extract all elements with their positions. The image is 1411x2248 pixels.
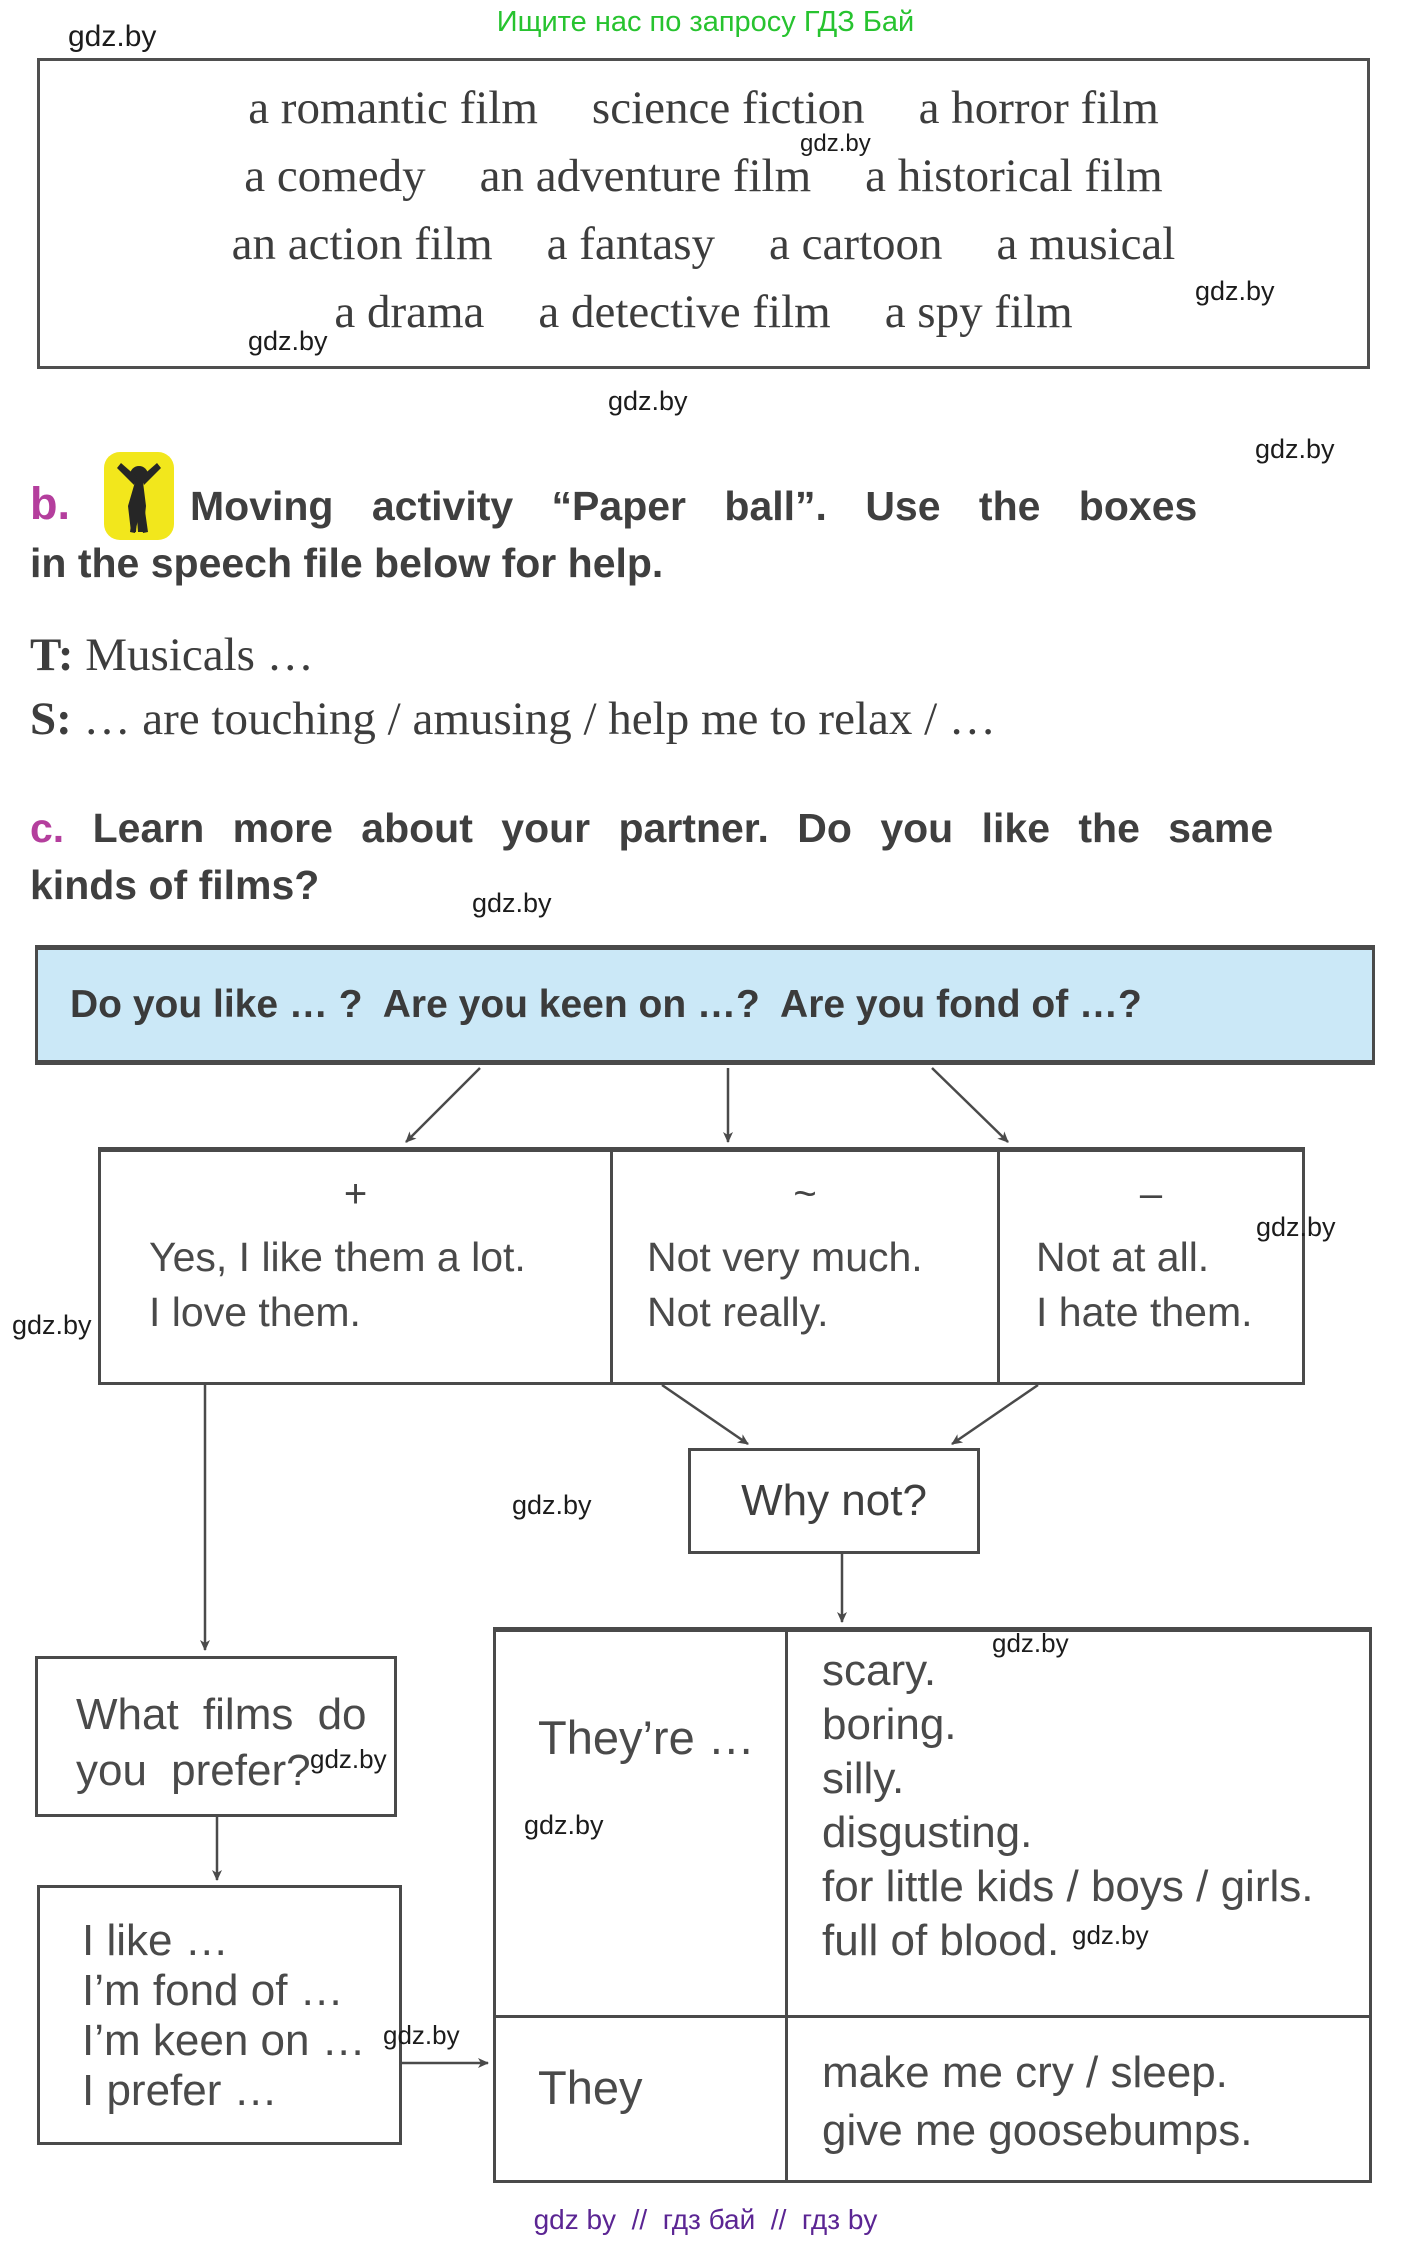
neutral-answers: Not very much. Not really.: [613, 1230, 997, 1340]
student-label: S:: [30, 693, 72, 745]
gdz-watermark: gdz.by: [472, 888, 552, 918]
task-c-line1-text: Learn more about your partner. Do you li…: [64, 805, 1274, 851]
genre-item: a spy film: [884, 285, 1073, 338]
teacher-line: T: Musicals …: [30, 628, 314, 682]
reasons-list: make me cry / sleep. give me goosebumps.: [788, 2018, 1369, 2180]
genre-item: science fiction: [591, 81, 865, 134]
reason-item: scary.: [822, 1646, 937, 1695]
like-phrase: I like …: [82, 1916, 229, 1965]
like-phrase: I’m fond of …: [82, 1966, 344, 2015]
answer-line: I love them.: [149, 1289, 361, 1335]
genre-item: a comedy: [244, 149, 426, 202]
question-box: Do you like … ? Are you keen on …? Are y…: [35, 945, 1375, 1065]
gdz-watermark: gdz.by: [248, 326, 328, 356]
task-b-label: b.: [30, 478, 70, 529]
prefer-question-box: What films do you prefer?: [35, 1656, 397, 1817]
genre-item: a detective film: [538, 285, 831, 338]
genre-row-4: a drama a detective film a spy film: [50, 285, 1357, 339]
answer-line: I hate them.: [1036, 1289, 1253, 1335]
genre-item: a cartoon: [769, 217, 943, 270]
gdz-watermark: gdz.by: [68, 20, 157, 53]
gdz-watermark: gdz.by: [310, 1744, 387, 1774]
teacher-text: Musicals …: [73, 629, 314, 681]
genre-row-1: a romantic film science fiction a horror…: [50, 81, 1357, 135]
prefer-line2: you prefer?: [76, 1746, 311, 1795]
genre-item: a romantic film: [248, 81, 538, 134]
genre-item: an adventure film: [479, 149, 812, 202]
task-c-instruction: c. Learn more about your partner. Do you…: [30, 800, 1372, 914]
reasons-subject: They: [496, 2018, 788, 2180]
student-line: S: … are touching / amusing / help me to…: [30, 692, 996, 746]
answer-line: Not really.: [647, 1289, 829, 1335]
reason-item: disgusting.: [822, 1808, 1033, 1857]
gdz-watermark: gdz.by: [12, 1310, 92, 1340]
reason-item: boring.: [822, 1700, 957, 1749]
genre-row-2: a comedy an adventure film a historical …: [50, 149, 1357, 203]
genre-item: a fantasy: [546, 217, 715, 270]
reasons-list: scary. boring. silly. disgusting. for li…: [788, 1632, 1369, 2015]
like-phrase: I prefer …: [82, 2066, 278, 2115]
response-col-negative: – Not at all. I hate them.: [997, 1152, 1302, 1382]
student-text: … are touching / amusing / help me to re…: [71, 693, 996, 745]
gdz-watermark: gdz.by: [608, 386, 688, 416]
gdz-watermark: gdz.by: [383, 2020, 460, 2050]
response-col-neutral: ~ Not very much. Not really.: [610, 1152, 997, 1382]
gdz-watermark: gdz.by: [1195, 276, 1275, 306]
why-not-box: Why not?: [688, 1448, 980, 1554]
reason-item: give me goosebumps.: [822, 2106, 1253, 2155]
gdz-watermark: gdz.by: [992, 1628, 1069, 1658]
reason-item: for little kids / boys / girls.: [822, 1862, 1314, 1911]
genre-item: a musical: [996, 217, 1176, 270]
task-c-line2: kinds of films?: [30, 862, 320, 908]
response-col-positive: + Yes, I like them a lot. I love them.: [101, 1152, 610, 1382]
genre-row-3: an action film a fantasy a cartoon a mus…: [50, 217, 1357, 271]
task-c-label: c.: [30, 805, 65, 851]
genre-item: an action film: [231, 217, 493, 270]
task-b-line1: Moving activity “Paper ball”. Use the bo…: [190, 483, 1198, 529]
task-b-instruction: Moving activity “Paper ball”. Use the bo…: [30, 478, 1372, 592]
tilde-symbol: ~: [793, 1172, 817, 1216]
answer-line: Yes, I like them a lot.: [149, 1234, 526, 1280]
reasons-table: They’re … scary. boring. silly. disgusti…: [493, 1627, 1372, 2183]
task-c-line1: c. Learn more about your partner. Do you…: [30, 800, 1372, 857]
reasons-row-theyre: They’re … scary. boring. silly. disgusti…: [496, 1632, 1369, 2018]
gdz-watermark: gdz.by: [1255, 434, 1335, 464]
person-arms-up-icon: [104, 452, 174, 540]
site-promo-text: Ищите нас по запросу ГДЗ Бай: [496, 6, 915, 38]
like-phrases-box: I like … I’m fond of … I’m keen on … I p…: [37, 1885, 402, 2145]
prefer-line1: What films do: [76, 1690, 367, 1739]
minus-symbol: –: [1139, 1172, 1163, 1216]
genre-item: a drama: [334, 285, 485, 338]
answer-line: Not very much.: [647, 1234, 923, 1280]
answer-line: Not at all.: [1036, 1234, 1210, 1280]
reason-item: silly.: [822, 1754, 905, 1803]
gdz-watermark: gdz.by: [1256, 1212, 1336, 1242]
like-phrase: I’m keen on …: [82, 2016, 366, 2065]
film-genres-word-box: a romantic film science fiction a horror…: [37, 58, 1370, 369]
reasons-subject: They’re …: [496, 1632, 788, 2015]
genre-item: a historical film: [865, 149, 1163, 202]
reasons-row-they: They make me cry / sleep. give me gooseb…: [496, 2018, 1369, 2180]
gdz-watermark: gdz.by: [1072, 1920, 1149, 1950]
negative-answers: Not at all. I hate them.: [1000, 1230, 1302, 1340]
gdz-watermark: gdz.by: [524, 1810, 604, 1840]
positive-answers: Yes, I like them a lot. I love them.: [101, 1230, 610, 1340]
gdz-watermark: gdz.by: [512, 1490, 592, 1520]
footer-site-text: gdz by // гдз бай // гдз by: [533, 2204, 878, 2235]
reason-item: full of blood.: [822, 1916, 1060, 1965]
task-b-line2: in the speech file below for help.: [30, 540, 664, 586]
genre-item: a horror film: [918, 81, 1159, 134]
teacher-label: T:: [30, 629, 74, 681]
reason-item: make me cry / sleep.: [822, 2048, 1228, 2097]
gdz-watermark: gdz.by: [800, 130, 871, 157]
response-table: + Yes, I like them a lot. I love them. ~…: [98, 1147, 1305, 1385]
plus-symbol: +: [343, 1172, 368, 1216]
